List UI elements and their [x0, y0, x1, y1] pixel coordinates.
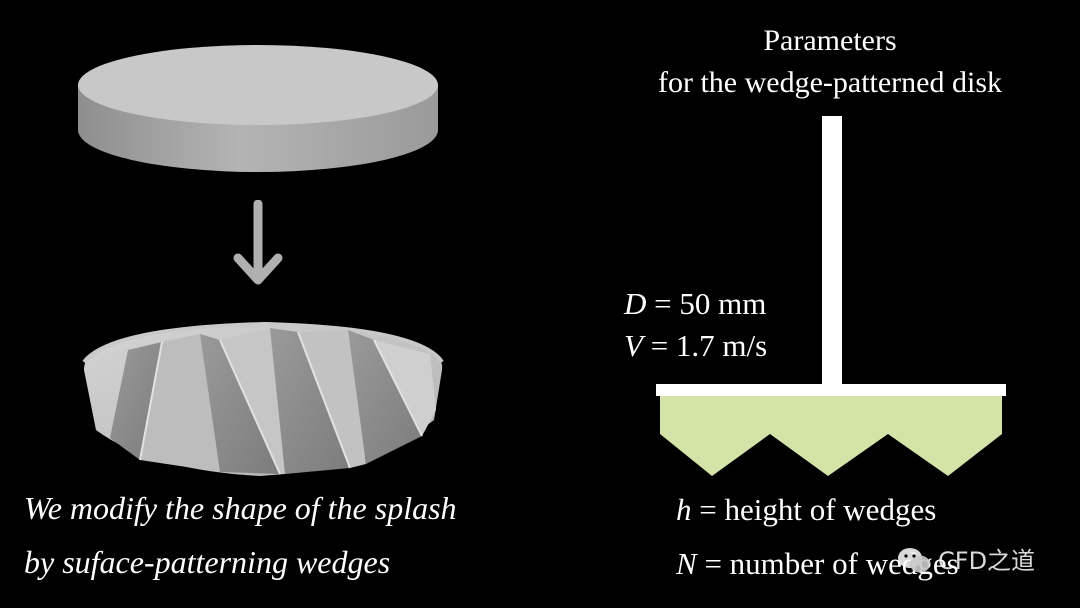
wedge-face	[374, 340, 436, 436]
disk-top-plate	[656, 384, 1006, 396]
param-diameter-value: = 50 mm	[646, 286, 767, 321]
wedge-face	[140, 334, 220, 472]
title-line-1: Parameters	[763, 24, 897, 57]
definition-number-symbol: N	[676, 546, 697, 581]
wedge-face	[220, 328, 285, 474]
definition-height: h = height of wedges	[676, 494, 936, 525]
wechat-icon	[898, 548, 930, 573]
caption-line-2: by suface-patterning wedges	[24, 544, 391, 580]
caption-line-1: We modify the shape of the splash	[24, 490, 457, 526]
watermark-text: CFD之道	[938, 547, 1036, 575]
definition-height-text: = height of wedges	[691, 492, 937, 527]
wedge-face	[348, 330, 422, 464]
down-arrow-icon	[233, 200, 283, 285]
param-velocity: V = 1.7 m/s	[624, 330, 767, 361]
flat-disk-top	[78, 45, 438, 125]
wedge-profile	[660, 396, 1002, 476]
wedge-disk-rim	[82, 321, 444, 364]
param-velocity-value: = 1.7 m/s	[642, 328, 768, 363]
wedge-disk-illustration	[82, 321, 444, 476]
wedge-face	[200, 334, 280, 474]
wedge-face	[298, 330, 366, 468]
title-line-2: for the wedge-patterned disk	[657, 66, 1003, 99]
param-diameter: D = 50 mm	[624, 288, 766, 319]
definition-height-symbol: h	[676, 492, 692, 527]
flat-disk-illustration	[78, 45, 438, 172]
wedge-disk-schematic	[656, 116, 1006, 476]
shaft	[822, 116, 842, 386]
param-velocity-symbol: V	[624, 328, 643, 363]
wedge-face	[270, 328, 350, 474]
parameters-title: Parameters for the wedge-patterned disk	[610, 20, 1050, 104]
watermark: CFD之道	[896, 546, 1035, 576]
param-diameter-symbol: D	[624, 286, 647, 321]
wedge-face	[110, 342, 162, 460]
